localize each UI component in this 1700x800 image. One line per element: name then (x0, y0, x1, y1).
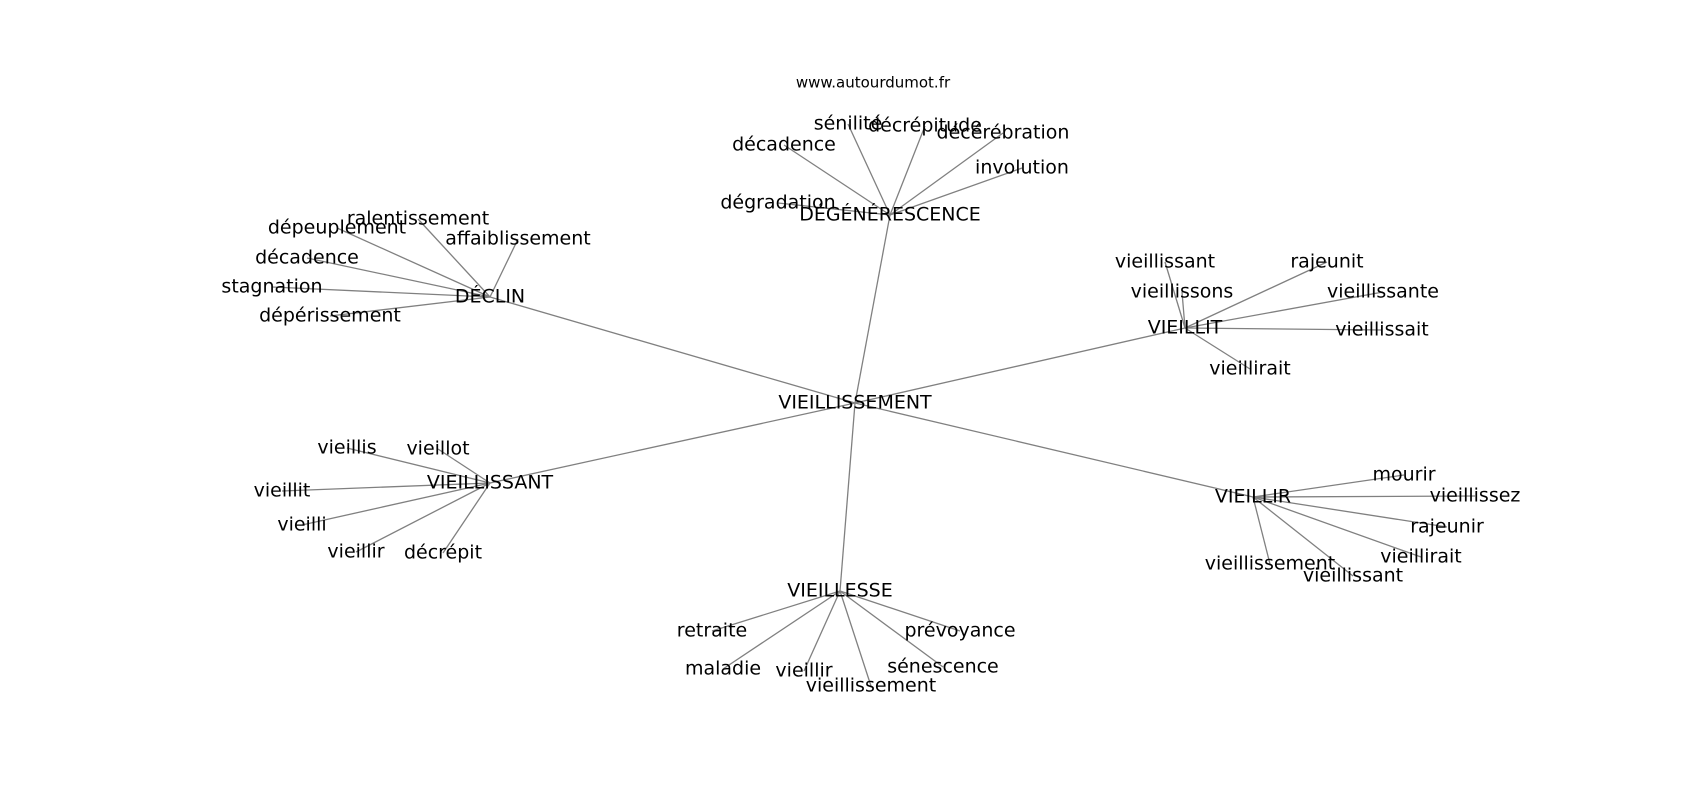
leaf-node-label: dépeuplement (268, 217, 406, 239)
hub-node-label: VIEILLIR (1215, 486, 1291, 508)
leaf-node-label: mourir (1372, 464, 1435, 486)
leaf-node-label: prévoyance (904, 620, 1015, 642)
leaf-node-label: vieillissait (1335, 319, 1429, 341)
center-hub-edge (854, 402, 1254, 498)
leaf-node-label: dégradation (720, 192, 835, 214)
hub-leaf-edge (847, 123, 891, 216)
leaf-node-label: maladie (685, 658, 761, 680)
hub-node-label: VIEILLIT (1148, 317, 1223, 339)
hub-leaf-edge (1252, 496, 1271, 565)
edges-layer (271, 123, 1476, 687)
hub-leaf-edge (803, 590, 841, 672)
hub-leaf-edge (1164, 261, 1186, 329)
leaf-node-label: involution (975, 157, 1069, 179)
leaf-node-label: vieillir (327, 541, 384, 563)
hub-leaf-edge (1252, 496, 1354, 577)
hub-leaf-edge (301, 482, 491, 526)
hub-leaf-edge (889, 167, 1023, 216)
leaf-node-label: décérébration (937, 122, 1070, 144)
leaf-node-label: retraite (677, 620, 747, 642)
hub-node-label: VIEILLISSANT (427, 472, 554, 494)
hub-leaf-edge (1184, 291, 1384, 329)
leaf-node-label: vieillissons (1131, 281, 1234, 303)
leaf-node-label: ralentissement (347, 208, 489, 230)
hub-leaf-edge (442, 482, 491, 554)
hub-leaf-edge (889, 125, 926, 216)
hub-leaf-edge (839, 590, 872, 687)
leaf-node-label: décadence (732, 134, 836, 156)
hub-leaf-edge (437, 448, 491, 484)
hub-leaf-edge (839, 590, 961, 632)
center-node-label: VIEILLISSEMENT (778, 392, 932, 414)
hub-leaf-edge (329, 296, 491, 317)
leaf-node-label: vieillissez (1430, 485, 1521, 507)
center-hub-edge (489, 402, 856, 484)
hub-leaf-edge (889, 132, 1004, 216)
leaf-node-label: vieillir (775, 660, 832, 682)
leaf-node-label: rajeunit (1290, 251, 1363, 273)
hub-leaf-edge (1252, 496, 1448, 528)
leaf-node-label: stagnation (221, 276, 322, 298)
hub-leaf-edge (1252, 496, 1422, 558)
hub-leaf-edge (1181, 291, 1186, 329)
leaf-node-label: vieillissement (806, 675, 937, 697)
hub-node-label: DÉCLIN (455, 285, 525, 308)
labels-layer: www.autourdumot.fr VIEILLISSEMENT DÉGÉNÉR… (221, 74, 1520, 697)
hub-leaf-edge (839, 590, 944, 668)
leaf-node-label: vieillot (406, 438, 469, 460)
hub-leaf-edge (1252, 495, 1476, 498)
leaf-node-label: sénescence (887, 656, 999, 678)
hub-node-label: VIEILLESSE (787, 580, 893, 602)
leaf-node-label: dépérissement (259, 305, 401, 327)
leaf-node-label: affaiblissement (445, 228, 590, 250)
hub-leaf-edge (1184, 261, 1328, 329)
hub-leaf-edge (281, 482, 491, 492)
hub-leaf-edge (417, 218, 491, 298)
hub-leaf-edge (489, 238, 519, 298)
leaf-node-label: sénilité (814, 113, 883, 135)
leaf-node-label: vieillis (317, 437, 376, 459)
leaf-node-label: vieillissant (1115, 251, 1215, 273)
center-hub-edge (854, 214, 891, 404)
center-hub-edge (839, 402, 856, 592)
center-hub-edge (489, 296, 856, 404)
leaf-node-label: vieillirait (1380, 546, 1462, 568)
hub-leaf-edge (1252, 474, 1405, 498)
hub-node-label: DÉGÉNÉRESCENCE (799, 203, 981, 226)
hub-leaf-edge (346, 447, 491, 484)
center-hub-edge (854, 327, 1186, 404)
hub-leaf-edge (777, 202, 891, 216)
hub-leaf-edge (1184, 327, 1251, 370)
leaf-node-label: décrépitude (868, 115, 982, 137)
hub-leaf-edge (722, 590, 841, 670)
leaf-node-label: vieillissement (1205, 553, 1336, 575)
hub-leaf-edge (336, 227, 491, 298)
hub-leaf-edge (306, 257, 491, 298)
leaf-node-label: décrépit (404, 542, 482, 564)
leaf-node-label: vieillissant (1303, 565, 1403, 587)
leaf-node-label: décadence (255, 247, 359, 269)
leaf-node-label: vieillit (254, 480, 311, 502)
hub-leaf-edge (1184, 327, 1383, 331)
leaf-node-label: vieillirait (1209, 358, 1291, 380)
leaf-node-label: rajeunir (1410, 516, 1484, 538)
hub-leaf-edge (711, 590, 841, 632)
hub-leaf-edge (355, 482, 491, 553)
hub-leaf-edge (783, 144, 891, 216)
source-url-label: www.autourdumot.fr (796, 74, 951, 92)
leaf-node-label: vieilli (277, 514, 326, 536)
leaf-node-label: vieillissante (1327, 281, 1439, 303)
hub-leaf-edge (271, 286, 491, 298)
